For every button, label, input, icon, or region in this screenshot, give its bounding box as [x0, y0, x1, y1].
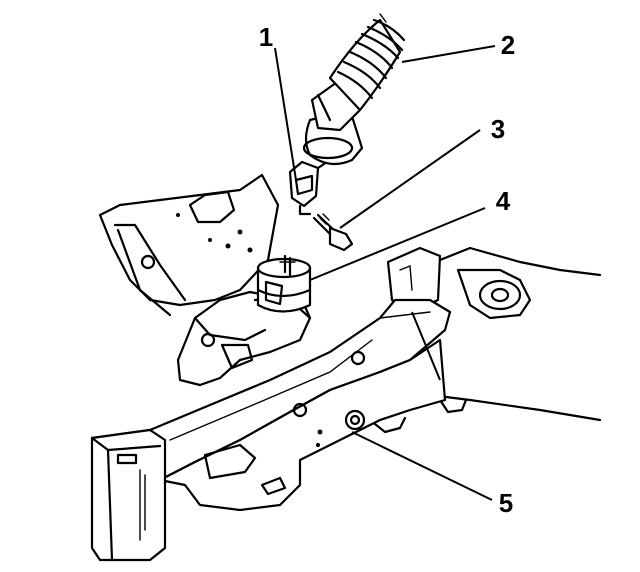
right-rear-components — [368, 246, 602, 434]
callout-3: 3 — [491, 114, 505, 144]
input-shaft — [256, 254, 312, 313]
steering-gear-housing — [176, 290, 312, 387]
callout-4: 4 — [496, 186, 511, 216]
pinch-bolt — [312, 213, 354, 252]
callout-2: 2 — [501, 30, 515, 60]
callout-5: 5 — [499, 488, 513, 518]
steering-column-boot — [302, 13, 406, 166]
body-panel — [98, 173, 280, 317]
callout-1: 1 — [259, 22, 273, 52]
front-frame-mount — [90, 428, 167, 562]
leader-lines — [274, 45, 496, 501]
crossmember — [90, 298, 452, 512]
